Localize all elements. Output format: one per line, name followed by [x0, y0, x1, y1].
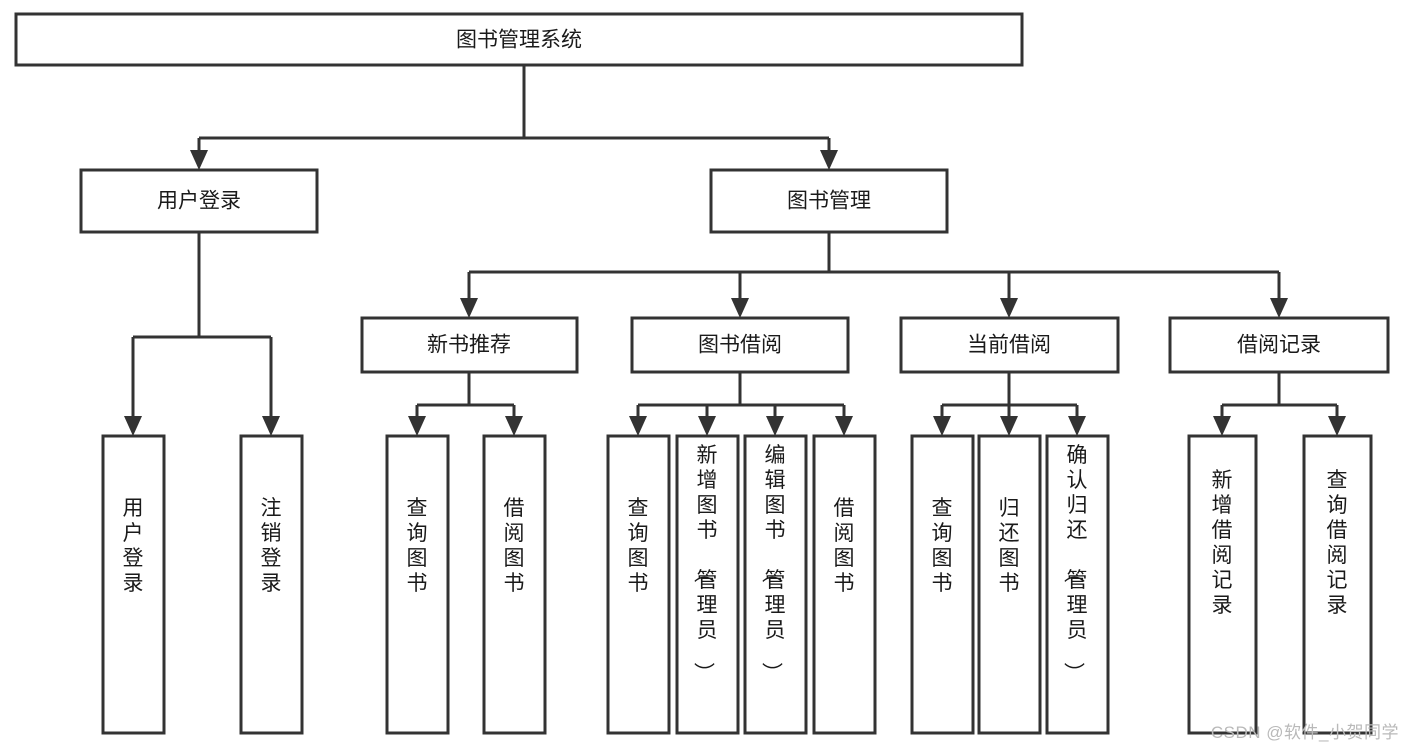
node-leaf-borrow-book-2[interactable]: 借阅图书: [812, 434, 877, 735]
arrow-head-leaf-user-logout: [262, 416, 280, 436]
node-borrow-record-label: 借阅记录: [1237, 334, 1321, 357]
node-leaf-query-book-1-label: 查询图书: [407, 497, 428, 595]
node-book-borrow[interactable]: 图书借阅: [630, 316, 850, 374]
arrow-head-leaf-confirm-return: [1068, 416, 1086, 436]
node-leaf-borrow-book-1-box[interactable]: [482, 434, 547, 735]
arrow-head-leaf-query-book-3: [933, 416, 951, 436]
node-leaf-edit-book-label: 编辑图书（管理员）: [760, 444, 786, 683]
arrow-head-leaf-user-login: [124, 416, 142, 436]
node-book-borrow-label: 图书借阅: [698, 334, 782, 357]
node-leaf-borrow-book-2-box[interactable]: [812, 434, 877, 735]
node-leaf-return-book-box[interactable]: [977, 434, 1042, 735]
node-leaf-return-book[interactable]: 归还图书: [977, 434, 1042, 735]
node-leaf-user-logout-label: 注销登录: [261, 497, 282, 595]
node-leaf-borrow-book-1[interactable]: 借阅图书: [482, 434, 547, 735]
node-root-label: 图书管理系统: [456, 29, 582, 52]
arrow-head-new-book-recommend: [460, 298, 478, 318]
arrow-head-leaf-add-record: [1213, 416, 1231, 436]
node-book-manage[interactable]: 图书管理: [709, 168, 949, 234]
node-leaf-borrow-book-2-label: 借阅图书: [834, 497, 855, 595]
node-leaf-confirm-return-label: 确认归还（管理员）: [1062, 444, 1088, 683]
arrow-head-leaf-borrow-book-2: [835, 416, 853, 436]
arrow-head-leaf-return-book: [1000, 416, 1018, 436]
node-leaf-query-book-2-box[interactable]: [606, 434, 671, 735]
arrow-head-leaf-query-book-2: [629, 416, 647, 436]
arrow-head-leaf-edit-book: [766, 416, 784, 436]
node-current-borrow-label: 当前借阅: [967, 334, 1051, 357]
arrow-head-leaf-query-book-1: [408, 416, 426, 436]
node-leaf-query-book-1-box[interactable]: [385, 434, 450, 735]
node-leaf-query-book-2[interactable]: 查询图书: [606, 434, 671, 735]
node-root-box[interactable]: [14, 12, 1024, 67]
arrow-head-user-login: [190, 150, 208, 170]
node-new-book-recommend-box[interactable]: [360, 316, 579, 374]
node-leaf-edit-book[interactable]: 编辑图书（管理员）: [743, 434, 808, 735]
node-leaf-borrow-book-1-label: 借阅图书: [504, 497, 525, 595]
node-new-book-recommend[interactable]: 新书推荐: [360, 316, 579, 374]
node-leaf-query-book-1[interactable]: 查询图书: [385, 434, 450, 735]
connector-layer: [124, 65, 1346, 436]
node-leaf-query-book-3-label: 查询图书: [932, 497, 953, 595]
arrow-head-book-manage: [820, 150, 838, 170]
node-leaf-user-logout-box[interactable]: [239, 434, 304, 735]
node-leaf-query-record-box[interactable]: [1302, 434, 1373, 735]
node-leaf-query-book-3-box[interactable]: [910, 434, 975, 735]
node-book-manage-label: 图书管理: [787, 190, 871, 213]
node-leaf-confirm-return-box[interactable]: [1045, 434, 1110, 735]
node-book-borrow-box[interactable]: [630, 316, 850, 374]
node-new-book-recommend-label: 新书推荐: [427, 334, 511, 357]
node-leaf-confirm-return[interactable]: 确认归还（管理员）: [1045, 434, 1110, 735]
node-borrow-record-box[interactable]: [1168, 316, 1390, 374]
node-borrow-record[interactable]: 借阅记录: [1168, 316, 1390, 374]
node-leaf-query-book-2-label: 查询图书: [628, 497, 649, 595]
node-user-login[interactable]: 用户登录: [79, 168, 319, 234]
node-leaf-add-record[interactable]: 新增借阅记录: [1187, 434, 1258, 735]
node-leaf-query-record-label: 查询借阅记录: [1327, 469, 1348, 617]
node-leaf-user-login[interactable]: 用户登录: [101, 434, 166, 735]
arrow-head-leaf-borrow-book-1: [505, 416, 523, 436]
node-book-manage-box[interactable]: [709, 168, 949, 234]
arrow-head-leaf-query-record: [1328, 416, 1346, 436]
node-leaf-user-login-box[interactable]: [101, 434, 166, 735]
node-current-borrow-box[interactable]: [899, 316, 1120, 374]
arrow-head-borrow-record: [1270, 298, 1288, 318]
node-leaf-query-record[interactable]: 查询借阅记录: [1302, 434, 1373, 735]
arrow-head-current-borrow: [1000, 298, 1018, 318]
node-leaf-user-logout[interactable]: 注销登录: [239, 434, 304, 735]
node-user-login-label: 用户登录: [157, 190, 241, 213]
node-current-borrow[interactable]: 当前借阅: [899, 316, 1120, 374]
arrow-head-leaf-add-book: [698, 416, 716, 436]
node-user-login-box[interactable]: [79, 168, 319, 234]
node-leaf-add-book-label: 新增图书（管理员）: [692, 444, 718, 683]
node-leaf-user-login-label: 用户登录: [123, 497, 144, 595]
node-leaf-return-book-label: 归还图书: [999, 497, 1020, 595]
node-leaf-query-book-3[interactable]: 查询图书: [910, 434, 975, 735]
node-leaf-add-record-label: 新增借阅记录: [1212, 469, 1233, 617]
node-leaf-add-book-box[interactable]: [675, 434, 740, 735]
node-leaf-edit-book-box[interactable]: [743, 434, 808, 735]
node-root[interactable]: 图书管理系统: [14, 12, 1024, 67]
arrow-head-book-borrow: [731, 298, 749, 318]
node-leaf-add-record-box[interactable]: [1187, 434, 1258, 735]
node-leaf-add-book[interactable]: 新增图书（管理员）: [675, 434, 740, 735]
